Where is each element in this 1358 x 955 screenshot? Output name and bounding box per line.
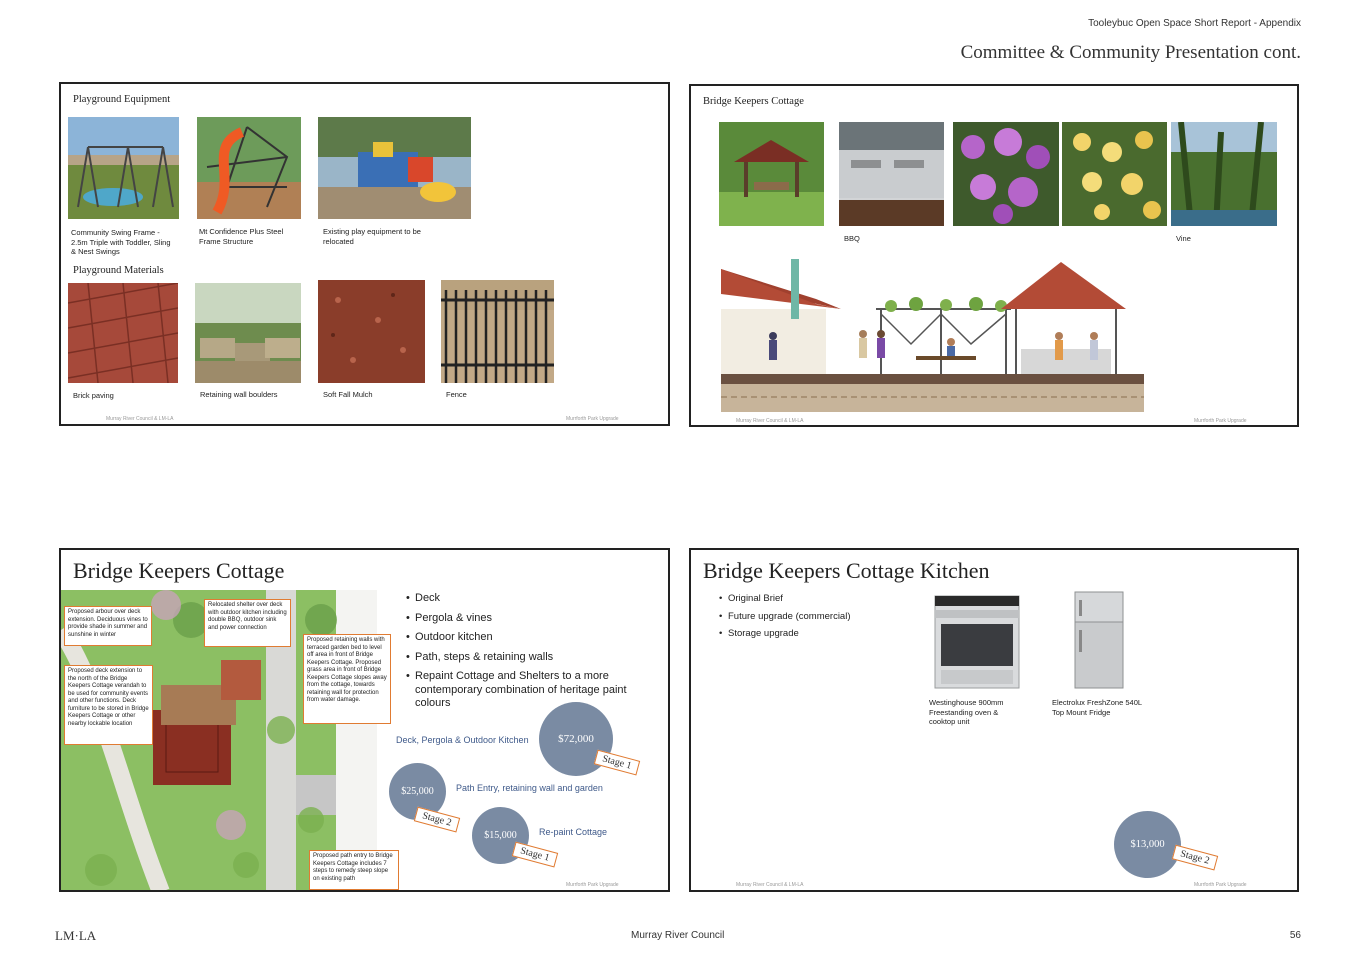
fence-caption: Fence: [446, 390, 467, 399]
note-retaining: Proposed retaining walls with terraced g…: [303, 634, 391, 724]
lmla-logo: LM·LA: [55, 928, 97, 943]
yellow-flowers-photo: [1062, 122, 1167, 226]
mulch-caption: Soft Fall Mulch: [323, 390, 373, 399]
slide-footer-left: Murray River Council & LM-LA: [106, 416, 174, 422]
existing-play-photo: [318, 117, 471, 219]
feature-item: Path, steps & retaining walls: [406, 651, 661, 665]
fence-photo: [441, 280, 554, 383]
swing-frame-photo: [68, 117, 179, 219]
slide-footer-right: Murrforth Park Upgrade: [566, 416, 619, 422]
steel-frame-caption: Mt Confidence Plus Steel Frame Structure: [199, 227, 284, 246]
feature-item: Deck: [406, 592, 661, 606]
slide-title: Playground Equipment: [73, 94, 171, 105]
slide-footer-left: Murray River Council & LM-LA: [736, 418, 804, 424]
bbq-caption: BBQ: [844, 234, 860, 243]
kitchen-brief-list: Original Brief Future upgrade (commercia…: [719, 593, 899, 640]
steel-frame-photo: [197, 117, 301, 219]
vine-photo: [1171, 122, 1277, 226]
slide-footer-right: Murrforth Park Upgrade: [566, 882, 619, 888]
page-number: 56: [1289, 930, 1301, 941]
slide-cottage-plan: Bridge Keepers Cottage Proposed arbour o…: [59, 548, 670, 892]
cost-bubble: $13,000: [1114, 811, 1181, 878]
brick-paving-caption: Brick paving: [73, 391, 114, 400]
existing-play-caption: Existing play equipment to be relocated: [323, 227, 421, 246]
cost-label: Deck, Pergola & Outdoor Kitchen: [396, 735, 529, 745]
cottage-elevation-drawing: [721, 259, 1144, 412]
feature-item: Outdoor kitchen: [406, 631, 661, 645]
report-subtitle: Tooleybuc Open Space Short Report - Appe…: [1088, 18, 1301, 29]
feature-item: Pergola & vines: [406, 612, 661, 626]
cost-label: Path Entry, retaining wall and garden: [456, 783, 603, 793]
shelter-photo: [719, 122, 824, 226]
slide-playground: Playground Equipment Community Swing Fra…: [59, 82, 670, 426]
materials-title: Playground Materials: [73, 265, 164, 276]
fridge-caption: Electrolux FreshZone 540L Top Mount Frid…: [1052, 698, 1142, 717]
bougainvillea-photo: [953, 122, 1059, 226]
stage-tag: Stage 1: [511, 841, 558, 868]
stage-tag: Stage 1: [593, 749, 640, 776]
slide-cottage-photos: Bridge Keepers Cottage BBQ Vine: [689, 84, 1299, 427]
stage-tag: Stage 2: [1171, 844, 1218, 871]
swing-frame-caption: Community Swing Frame - 2.5m Triple with…: [71, 228, 171, 256]
boulders-caption: Retaining wall boulders: [200, 390, 278, 399]
brief-item: Storage upgrade: [719, 628, 899, 640]
oven-caption: Westinghouse 900mm Freestanding oven & c…: [929, 698, 1004, 726]
brief-item: Original Brief: [719, 593, 899, 605]
note-deck-extension: Proposed deck extension to the north of …: [64, 665, 153, 745]
slide-title: Bridge Keepers Cottage Kitchen: [703, 558, 990, 583]
brief-item: Future upgrade (commercial): [719, 611, 899, 623]
soft-fall-mulch-photo: [318, 280, 425, 383]
slide-footer-left: Murray River Council & LM-LA: [736, 882, 804, 888]
brick-paving-photo: [68, 283, 178, 383]
slide-title: Bridge Keepers Cottage: [73, 558, 285, 583]
council-name: Murray River Council: [631, 930, 725, 941]
note-path-entry: Proposed path entry to Bridge Keepers Co…: [309, 850, 399, 890]
slide-title: Bridge Keepers Cottage: [703, 96, 804, 107]
note-arbour: Proposed arbour over deck extension. Dec…: [64, 606, 152, 646]
feature-item: Repaint Cottage and Shelters to a more c…: [406, 670, 661, 711]
oven-image: [934, 595, 1020, 689]
feature-list: Deck Pergola & vines Outdoor kitchen Pat…: [406, 592, 661, 711]
vine-caption: Vine: [1176, 234, 1191, 243]
slide-kitchen: Bridge Keepers Cottage Kitchen Original …: [689, 548, 1299, 892]
slide-footer-right: Murrforth Park Upgrade: [1194, 882, 1247, 888]
cost-label: Re-paint Cottage: [539, 827, 608, 837]
slide-footer-right: Murrforth Park Upgrade: [1194, 418, 1247, 424]
boulders-photo: [195, 283, 301, 383]
note-shelter: Relocated shelter over deck with outdoor…: [204, 599, 291, 647]
page-title: Committee & Community Presentation cont.: [960, 42, 1301, 63]
fridge-image: [1074, 591, 1124, 689]
bbq-photo: [839, 122, 944, 226]
